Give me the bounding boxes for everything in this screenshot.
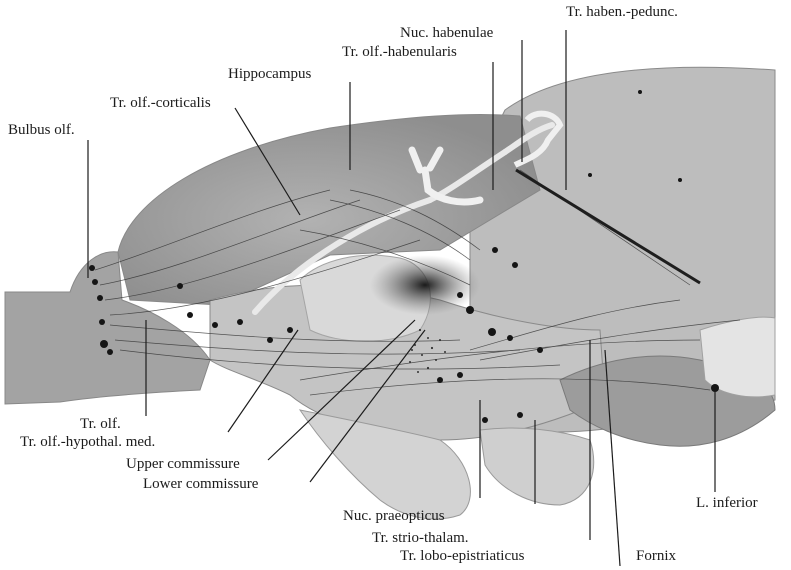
label-bulbus-olf: Bulbus olf.: [8, 122, 75, 138]
label-tr-olf-corticalis: Tr. olf.-corticalis: [110, 95, 211, 111]
label-tr-lobo-epistriaticus: Tr. lobo-epistriaticus: [400, 548, 524, 564]
label-tr-olf-hypothal-med: Tr. olf.-hypothal. med.: [20, 434, 155, 450]
label-tr-olf-habenularis: Tr. olf.-habenularis: [342, 44, 457, 60]
label-tr-olf: Tr. olf.: [80, 416, 121, 432]
label-tr-strio-thalam: Tr. strio-thalam.: [372, 530, 469, 546]
label-fornix: Fornix: [636, 548, 676, 564]
label-upper-commissure: Upper commissure: [126, 456, 240, 472]
label-tr-haben-pedunc: Tr. haben.-pedunc.: [566, 4, 678, 20]
label-nuc-habenulae: Nuc. habenulae: [400, 25, 493, 41]
label-nuc-praeopticus: Nuc. praeopticus: [343, 508, 445, 524]
hypothalamic-lobe: [480, 428, 594, 505]
ventricle-light: [700, 317, 775, 397]
label-lower-commissure: Lower commissure: [143, 476, 258, 492]
commissure-core: [370, 255, 480, 315]
label-hippocampus: Hippocampus: [228, 66, 311, 82]
label-l-inferior: L. inferior: [696, 495, 758, 511]
